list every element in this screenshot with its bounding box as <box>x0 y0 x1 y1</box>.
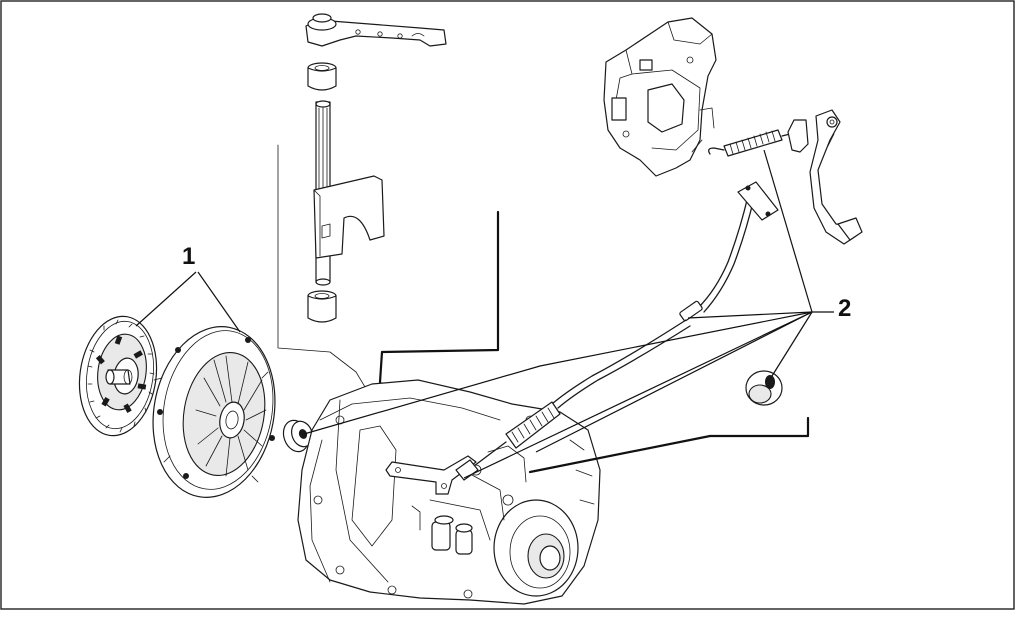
callout-2-leader-grommet <box>771 311 813 377</box>
release-fork <box>313 175 385 259</box>
pressure-plate <box>152 326 276 498</box>
pedal-bracket <box>603 17 717 177</box>
lower-bushing <box>307 290 337 323</box>
release-bearing <box>282 419 313 453</box>
upper-bushing <box>307 62 337 91</box>
return-spring <box>708 129 791 157</box>
clutch-cable <box>455 181 779 481</box>
callout-2-leader-bearing <box>303 311 813 435</box>
callout-2-leader-boot <box>535 311 813 453</box>
clutch-disc <box>78 315 158 437</box>
callout-1-leader-disc <box>135 271 197 327</box>
grommet <box>745 370 783 406</box>
callout-2-label: 2 <box>838 295 851 322</box>
callout-1-label: 1 <box>182 243 195 270</box>
callout-2-leader-arm <box>463 311 813 479</box>
clutch-pedal <box>787 109 863 245</box>
callout-2-leader-spring <box>763 149 813 313</box>
release-lever <box>305 13 447 47</box>
assembly-outline-thin <box>277 144 375 403</box>
cable-boot <box>505 401 561 449</box>
callout-1: 1 <box>135 243 241 333</box>
callout-2-leader-cable-mid <box>687 311 813 319</box>
cable-bracket-line <box>528 416 810 474</box>
callout-1-leader-plate <box>197 271 241 333</box>
callout-2: 2 <box>303 149 851 479</box>
housing-release-arm <box>385 455 477 495</box>
